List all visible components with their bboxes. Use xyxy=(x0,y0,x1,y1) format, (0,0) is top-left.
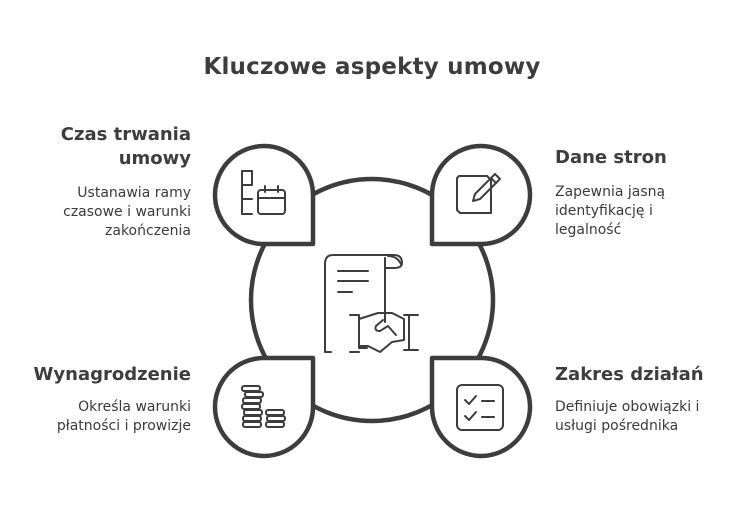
item-scope-description: Definiuje obowiązki i usługi pośrednika xyxy=(555,399,700,434)
calendar-timeline-icon xyxy=(241,170,286,215)
item-duration-description: Ustanawia ramy czasowe i warunki zakończ… xyxy=(63,185,191,239)
item-duration: Czas trwania umowy Ustanawia ramy czasow… xyxy=(11,123,191,241)
teardrop-top-left xyxy=(212,143,316,247)
item-parties: Dane stron Zapewnia jasną identyfikację … xyxy=(555,146,735,240)
item-remuneration: Wynagrodzenie Określa warunki płatności … xyxy=(0,363,191,436)
checklist-icon xyxy=(456,384,504,431)
item-remuneration-title: Wynagrodzenie xyxy=(33,364,191,385)
pencil-edit-icon xyxy=(456,173,501,214)
item-parties-title: Dane stron xyxy=(555,147,667,168)
teardrop-bottom-right xyxy=(429,355,533,459)
item-scope-title: Zakres działań xyxy=(555,364,704,385)
item-remuneration-description: Określa warunki płatności i prowizje xyxy=(56,399,191,434)
teardrop-bottom-left xyxy=(212,355,316,459)
diagram-title: Kluczowe aspekty umowy xyxy=(203,54,541,80)
item-duration-title: Czas trwania umowy xyxy=(60,124,191,169)
contract-handshake-icon xyxy=(324,254,419,353)
item-scope: Zakres działań Definiuje obowiązki i usł… xyxy=(555,363,740,436)
coin-stacks-icon xyxy=(241,385,286,428)
teardrop-top-right xyxy=(429,143,533,247)
item-parties-description: Zapewnia jasną identyfikację i legalność xyxy=(555,184,666,238)
